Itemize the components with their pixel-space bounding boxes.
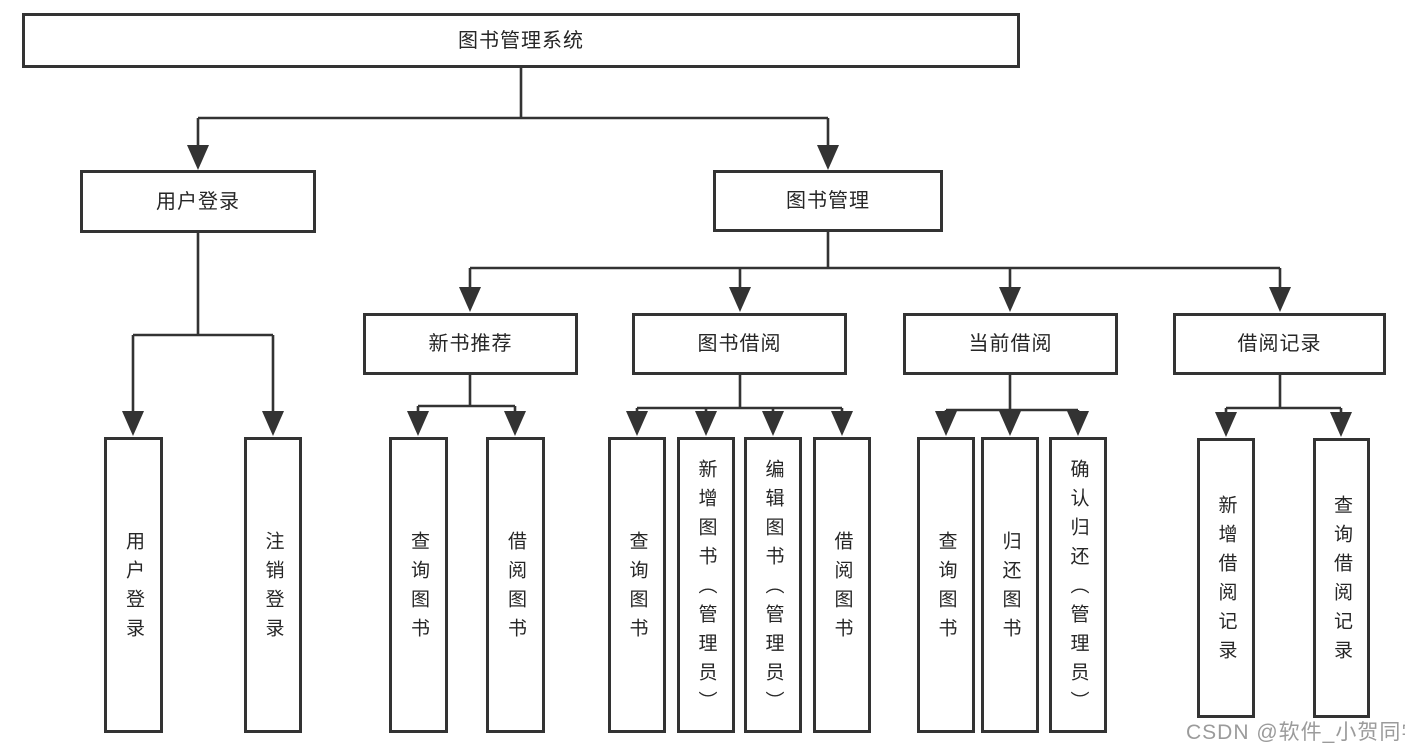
node-leaf-br-add-record: 新增借阅记录 [1197, 438, 1255, 718]
csdn-watermark: CSDN @软件_小贺同学 [1186, 721, 1405, 744]
node-user-login-group: 用户登录 [80, 170, 316, 233]
node-leaf-rec-query-book: 查询图书 [389, 437, 448, 733]
node-current-borrow: 当前借阅 [903, 313, 1118, 375]
node-leaf-bb-query-book: 查询图书 [608, 437, 666, 733]
node-leaf-br-query-record: 查询借阅记录 [1313, 438, 1370, 718]
node-borrow-records: 借阅记录 [1173, 313, 1386, 375]
node-leaf-cb-confirm-return-admin: 确认归还（管理员） [1049, 437, 1107, 733]
node-new-book-recommend: 新书推荐 [363, 313, 578, 375]
node-book-borrow: 图书借阅 [632, 313, 847, 375]
node-leaf-rec-borrow-book: 借阅图书 [486, 437, 545, 733]
node-leaf-cb-return-book: 归还图书 [981, 437, 1039, 733]
node-leaf-logout: 注销登录 [244, 437, 302, 733]
node-book-management: 图书管理 [713, 170, 943, 232]
node-root-system: 图书管理系统 [22, 13, 1020, 68]
node-leaf-cb-query-book: 查询图书 [917, 437, 975, 733]
node-leaf-bb-edit-book-admin: 编辑图书（管理员） [744, 437, 802, 733]
node-leaf-bb-borrow-book: 借阅图书 [813, 437, 871, 733]
node-leaf-user-login: 用户登录 [104, 437, 163, 733]
node-leaf-bb-add-book-admin: 新增图书（管理员） [677, 437, 735, 733]
